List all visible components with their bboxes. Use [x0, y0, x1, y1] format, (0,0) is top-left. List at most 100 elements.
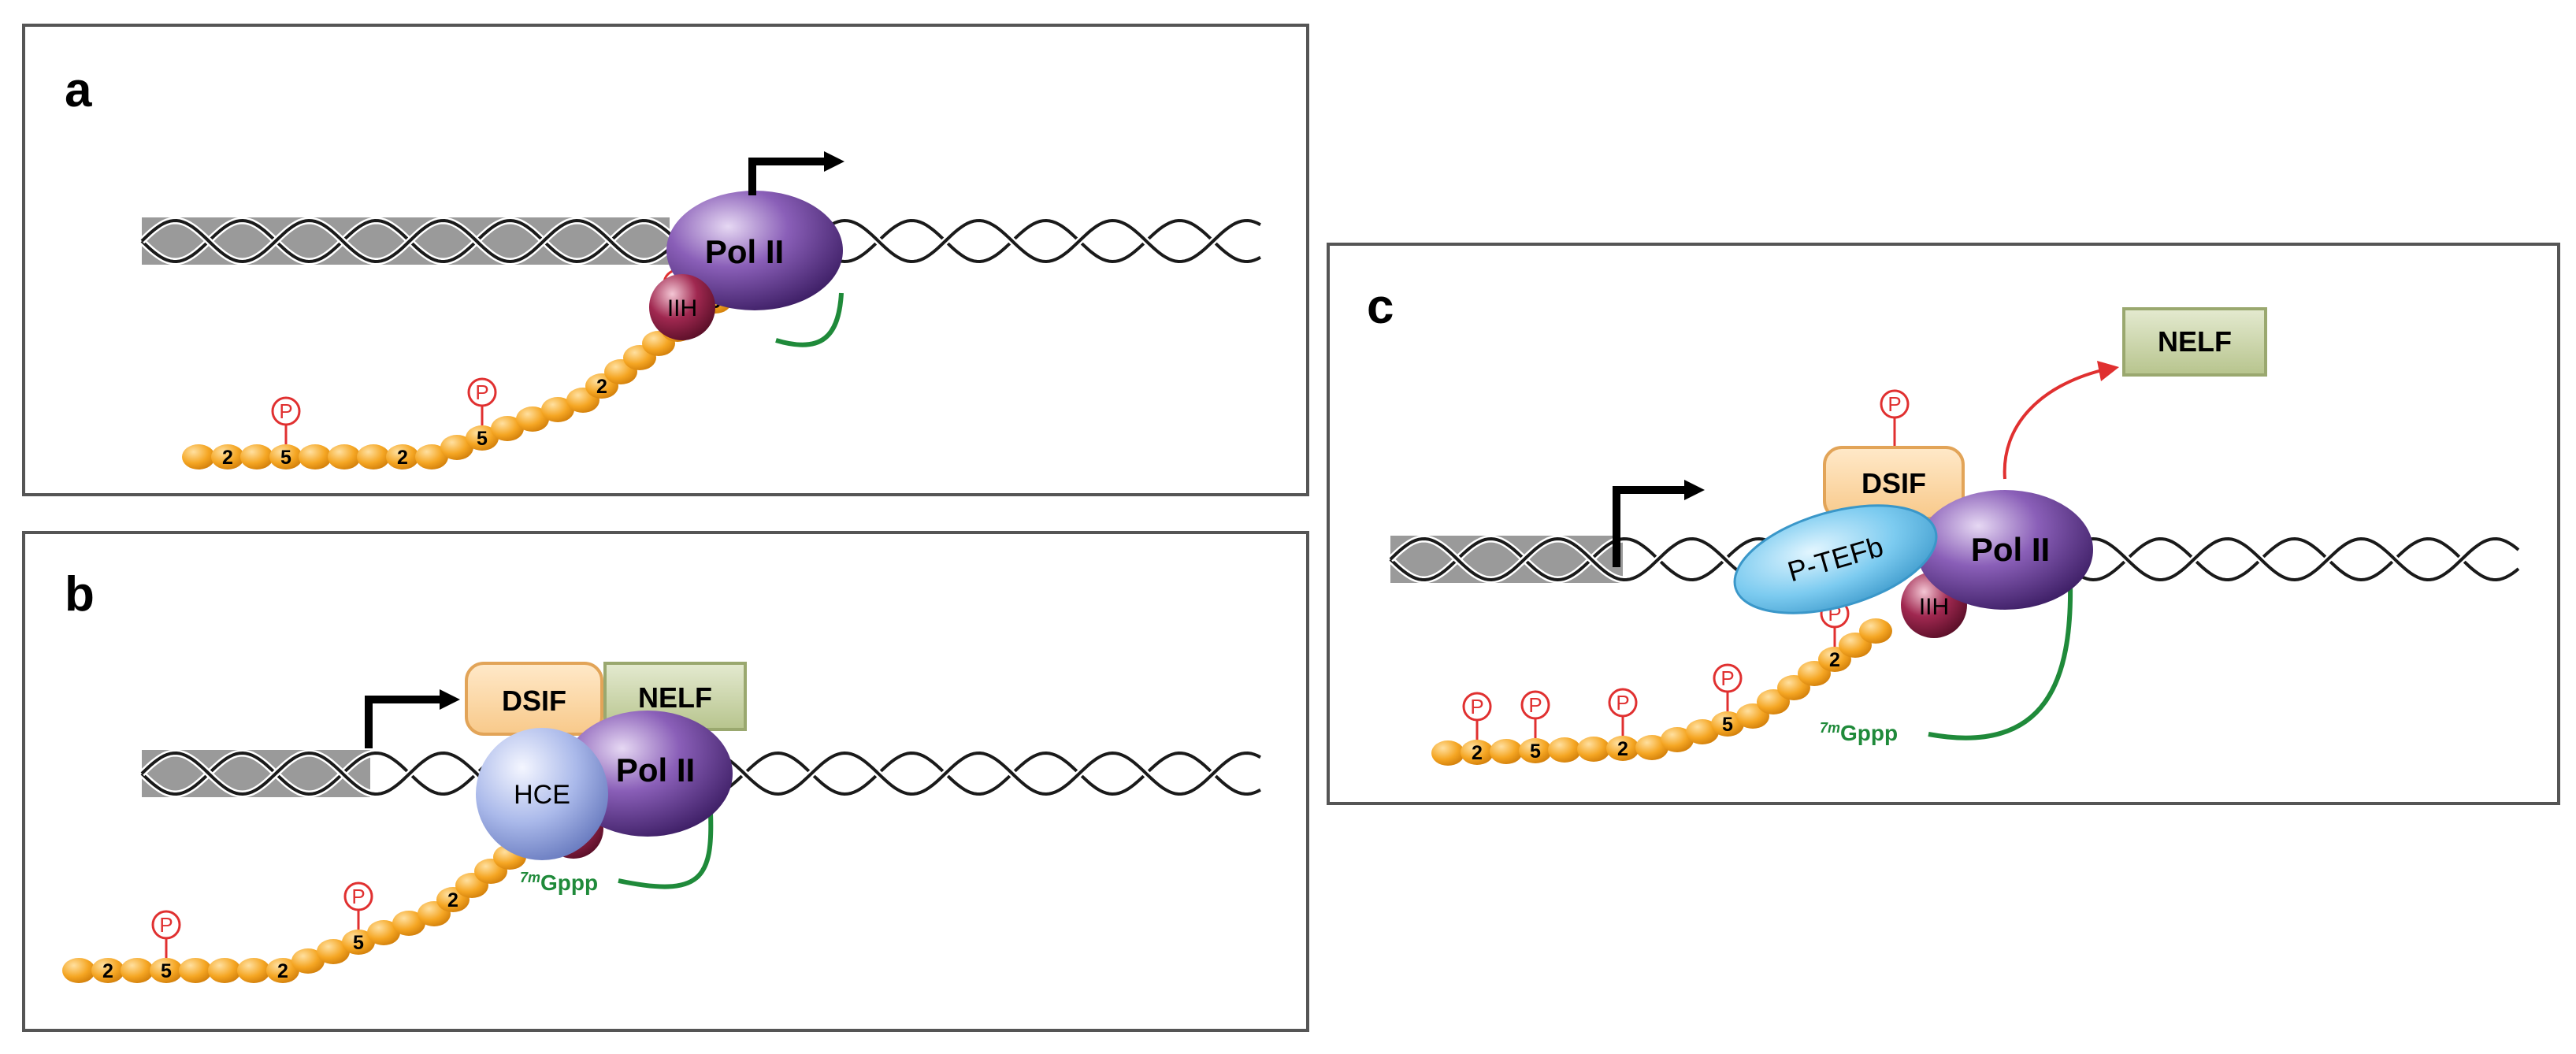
- panel-b-frame: [22, 531, 1309, 1032]
- ctd-bead: [342, 930, 375, 955]
- ctd-bead: [150, 958, 183, 983]
- ctd-bead: [1859, 618, 1892, 644]
- phospho-marker: [1462, 692, 1492, 722]
- ctd-residue-label: 5: [280, 447, 291, 469]
- phospho-label: P: [351, 885, 365, 908]
- arrow-right-icon: [365, 689, 460, 748]
- panel-a: Pol II IIH: [649, 151, 844, 347]
- ctd-chains: 252525PPP25252PPP25252PPPPP: [62, 260, 1892, 983]
- phospho-marker: [1520, 690, 1550, 720]
- ctd-bead: [91, 958, 124, 983]
- pol-ii-complex: [666, 191, 843, 310]
- ctd-bead: [516, 406, 549, 432]
- ctd-bead: [182, 444, 215, 469]
- ctd-bead: [440, 435, 473, 460]
- phospho-label: P: [475, 380, 488, 404]
- ctd-bead: [299, 444, 332, 469]
- ctd-bead: [367, 920, 400, 945]
- phospho-marker: [271, 396, 301, 426]
- phospho-marker: [1608, 688, 1638, 718]
- phospho-label: P: [1528, 693, 1542, 717]
- ptefb-complex: [1733, 504, 1938, 614]
- phospho-label: P: [159, 913, 173, 937]
- ctd-residue-label: 2: [1617, 738, 1628, 760]
- ctd-bead: [1606, 736, 1639, 761]
- rna-transcript: [1928, 582, 2073, 740]
- tfiih-complex: [649, 274, 715, 340]
- rna-transcript: [775, 292, 844, 347]
- ctd-bead: [1686, 719, 1719, 744]
- pol-ii-label: Pol II: [705, 233, 784, 270]
- ctd-residue-label: 2: [102, 960, 113, 982]
- nelf-label: NELF: [2158, 325, 2232, 358]
- phospho-marker: [1713, 663, 1743, 693]
- phospho-label: P: [1470, 695, 1483, 718]
- panel-c-label: c: [1367, 280, 1394, 334]
- ctd-bead: [317, 939, 350, 964]
- ctd-bead: [1431, 740, 1464, 766]
- panel-c: 7mGppp NELF P DSIF IIH Pol II P-TEFb: [1613, 307, 2267, 745]
- phospho-label: P: [1887, 392, 1901, 416]
- hce-complex: [476, 728, 608, 860]
- dsif-label: DSIF: [1861, 467, 1926, 499]
- ctd-bead: [179, 958, 212, 983]
- phospho-marker: [151, 910, 181, 940]
- nelf-release-arrow: [2003, 369, 2103, 480]
- arrow-right-icon: [748, 151, 844, 195]
- ctd-bead: [491, 416, 524, 441]
- ctd-residue-label: 2: [596, 376, 607, 398]
- panel-a-frame: [22, 24, 1309, 496]
- phospho-label: P: [279, 399, 292, 423]
- tfiih-label: IIH: [667, 295, 697, 321]
- ctd-residue-label: 2: [397, 447, 408, 469]
- ctd-bead: [357, 444, 390, 469]
- phospho-marker: [467, 377, 497, 407]
- ctd-bead: [415, 444, 448, 469]
- ctd-residue-label: 5: [353, 932, 364, 954]
- pol-ii-label: Pol II: [616, 752, 695, 789]
- ctd-bead: [269, 444, 303, 469]
- ctd-residue-label: 2: [222, 447, 233, 469]
- phospho-marker: [1880, 389, 1910, 419]
- ctd-bead: [121, 958, 154, 983]
- ctd-residue-label: 5: [477, 428, 488, 450]
- ctd-bead: [1661, 727, 1694, 752]
- panel-a-label: a: [65, 63, 92, 117]
- tfiih-label: IIH: [1919, 594, 1949, 620]
- phospho-label: P: [1720, 666, 1734, 690]
- ctd-bead: [541, 397, 574, 422]
- ctd-bead: [62, 958, 95, 983]
- ctd-bead: [240, 444, 273, 469]
- phospho-label: P: [1616, 691, 1629, 714]
- ctd-bead: [1461, 740, 1494, 765]
- arrow-right-icon: [1613, 480, 1705, 567]
- dsif-label: DSIF: [502, 685, 566, 717]
- ctd-bead: [328, 444, 361, 469]
- nelf-label: NELF: [638, 681, 712, 714]
- ctd-residue-label: 2: [1829, 649, 1840, 671]
- ctd-residue-label: 5: [161, 960, 172, 982]
- ctd-residue-label: 5: [1530, 740, 1541, 763]
- ctd-bead: [1548, 737, 1581, 763]
- panel-c-frame: [1327, 243, 2560, 805]
- ctd-residue-label: 2: [1472, 742, 1483, 764]
- ctd-bead: [466, 425, 499, 451]
- nelf-box: [2122, 307, 2267, 377]
- ctd-bead: [237, 958, 270, 983]
- rna-transcript: [618, 812, 714, 889]
- ctd-bead: [1635, 735, 1668, 760]
- phospho-marker: [343, 881, 373, 911]
- ctd-bead: [208, 958, 241, 983]
- ctd-bead: [392, 911, 425, 936]
- ctd-bead: [1490, 739, 1523, 764]
- ctd-bead: [1711, 711, 1744, 737]
- ctd-bead: [386, 444, 419, 469]
- panel-b: 7mGppp DSIF NELF Pol II HCE: [365, 662, 747, 895]
- ctd-bead: [1577, 737, 1610, 762]
- ctd-bead: [266, 958, 299, 983]
- ctd-residue-label: 2: [447, 889, 458, 911]
- arrow-head-icon: [2097, 361, 2119, 381]
- cap-label: 7mGppp: [1820, 720, 1898, 745]
- ctd-residue-label: 5: [1722, 714, 1733, 736]
